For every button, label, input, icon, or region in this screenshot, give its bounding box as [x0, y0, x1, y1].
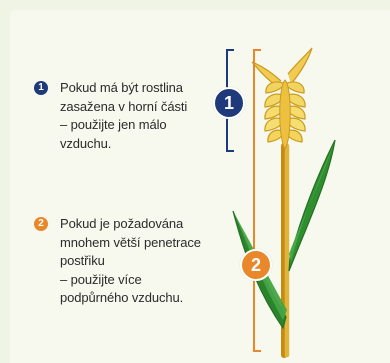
note-1-line-2: zasažena v horní části [34, 98, 187, 117]
zone-badge-2: 2 [240, 249, 272, 281]
marker-badge-2: 2 [34, 217, 48, 231]
note-full-zone: 2 Pokud je požadována mnohem větší penet… [34, 215, 201, 308]
zone-badge-1: 1 [213, 87, 245, 119]
upper-leaf [289, 140, 335, 271]
wheat-ear [252, 48, 312, 149]
note-2-line-5: podpůrného vzduchu. [34, 289, 201, 308]
note-2-line-3: postřiku [34, 252, 201, 271]
note-upper-zone: 1 Pokud má být rostlina zasažena v horní… [34, 79, 187, 153]
wheat-awn [288, 48, 312, 84]
note-2-line-2: mnohem větší penetrace [34, 234, 201, 253]
full-zone-bracket [253, 49, 261, 352]
note-2-line-4: – použijte více [34, 271, 201, 290]
wheat-spine [280, 80, 291, 149]
note-1-line-1: Pokud má být rostlina [34, 79, 187, 98]
note-1-line-3: – použijte jen málo [34, 116, 187, 135]
note-1-line-4: vzduchu. [34, 135, 187, 154]
marker-badge-1: 1 [34, 81, 48, 95]
note-2-line-1: Pokud je požadována [34, 215, 201, 234]
